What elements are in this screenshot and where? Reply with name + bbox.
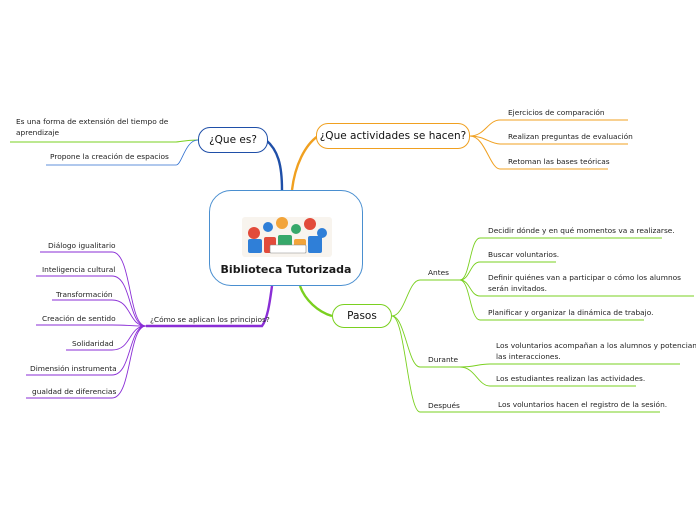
- pasos-title: Pasos: [347, 310, 377, 322]
- connector-principios-5: [66, 325, 147, 351]
- connector-antes-4: [459, 279, 644, 321]
- principios-item-1: Diálogo igualitario: [48, 241, 116, 250]
- que-es-node[interactable]: ¿Que es?: [198, 127, 268, 153]
- que-es-title: ¿Que es?: [209, 134, 257, 146]
- connector-pasos: [298, 285, 333, 318]
- connector-act-2: [469, 135, 628, 145]
- connector-que-es-item-1: [10, 139, 199, 143]
- pasos-durante-label: Durante: [428, 355, 459, 364]
- pasos-antes-label: Antes: [428, 268, 450, 277]
- connector-que-es-item-2: [46, 139, 199, 166]
- connector-durante-1: [459, 363, 680, 368]
- principios-item-7: gualdad de diferencias: [32, 387, 117, 396]
- principios-item-2: Inteligencia cultural: [42, 265, 116, 274]
- connector-antes-3: [459, 279, 694, 297]
- connector-antes-2: [459, 261, 556, 281]
- connector-durante: [391, 315, 460, 368]
- durante-item-2: Los estudiantes realizan las actividades…: [496, 374, 646, 383]
- despues-item-1: Los voluntarios hacen el registro de la …: [498, 400, 668, 409]
- connector-principios-6: [26, 325, 147, 376]
- que-es-item-1b: aprendizaje: [16, 128, 60, 137]
- connector-act-3: [469, 135, 608, 170]
- antes-item-1: Decidir dónde y en qué momentos va a rea…: [488, 226, 675, 235]
- actividades-item-3: Retoman las bases teóricas: [508, 157, 610, 166]
- connector-principios: [146, 285, 274, 328]
- connector-principios-7: [26, 325, 147, 399]
- actividades-node[interactable]: ¿Que actividades se hacen?: [316, 123, 470, 149]
- students-reading-illustration-icon: [242, 217, 332, 257]
- connector-principios-3: [52, 299, 147, 327]
- actividades-title: ¿Que actividades se hacen?: [319, 130, 467, 142]
- connector-act-1: [469, 119, 628, 137]
- actividades-item-1: Ejercicios de comparación: [508, 108, 605, 117]
- antes-item-2: Buscar voluntarios.: [488, 250, 560, 259]
- connector-antes-1: [459, 237, 662, 281]
- connector-principios-4: [36, 324, 147, 327]
- antes-item-4: Planificar y organizar la dinámica de tr…: [488, 308, 654, 317]
- que-es-item-1: Es una forma de extensión del tiempo de: [16, 117, 169, 126]
- principios-item-6: Dimensión instrumenta: [30, 364, 117, 373]
- pasos-despues-label: Después: [428, 401, 460, 410]
- durante-item-1: Los voluntarios acompañan a los alumnos …: [496, 341, 696, 350]
- actividades-item-2: Realizan preguntas de evaluación: [508, 132, 633, 141]
- durante-item-1b: las interacciones.: [496, 352, 561, 361]
- antes-item-3b: serán invitados.: [488, 284, 548, 293]
- principios-item-3: Transformación: [56, 290, 113, 299]
- principios-title[interactable]: ¿Cómo se aplican los principios?: [150, 315, 270, 324]
- connector-principios-1: [40, 251, 147, 327]
- principios-item-5: Solidaridad: [72, 339, 114, 348]
- connector-durante-2: [459, 366, 636, 387]
- principios-item-4: Creación de sentido: [42, 314, 116, 323]
- connector-actividades: [290, 135, 319, 191]
- antes-item-3: Definir quiénes van a participar o cómo …: [488, 273, 681, 282]
- pasos-node[interactable]: Pasos: [332, 304, 392, 328]
- connector-antes: [391, 279, 460, 317]
- connector-despues: [391, 315, 460, 413]
- central-topic[interactable]: Biblioteca Tutorizada: [209, 190, 363, 286]
- connector-que-es: [265, 139, 284, 191]
- connector-principios-2: [36, 275, 147, 327]
- que-es-item-2: Propone la creación de espacios: [50, 152, 169, 161]
- central-topic-title: Biblioteca Tutorizada: [220, 263, 352, 276]
